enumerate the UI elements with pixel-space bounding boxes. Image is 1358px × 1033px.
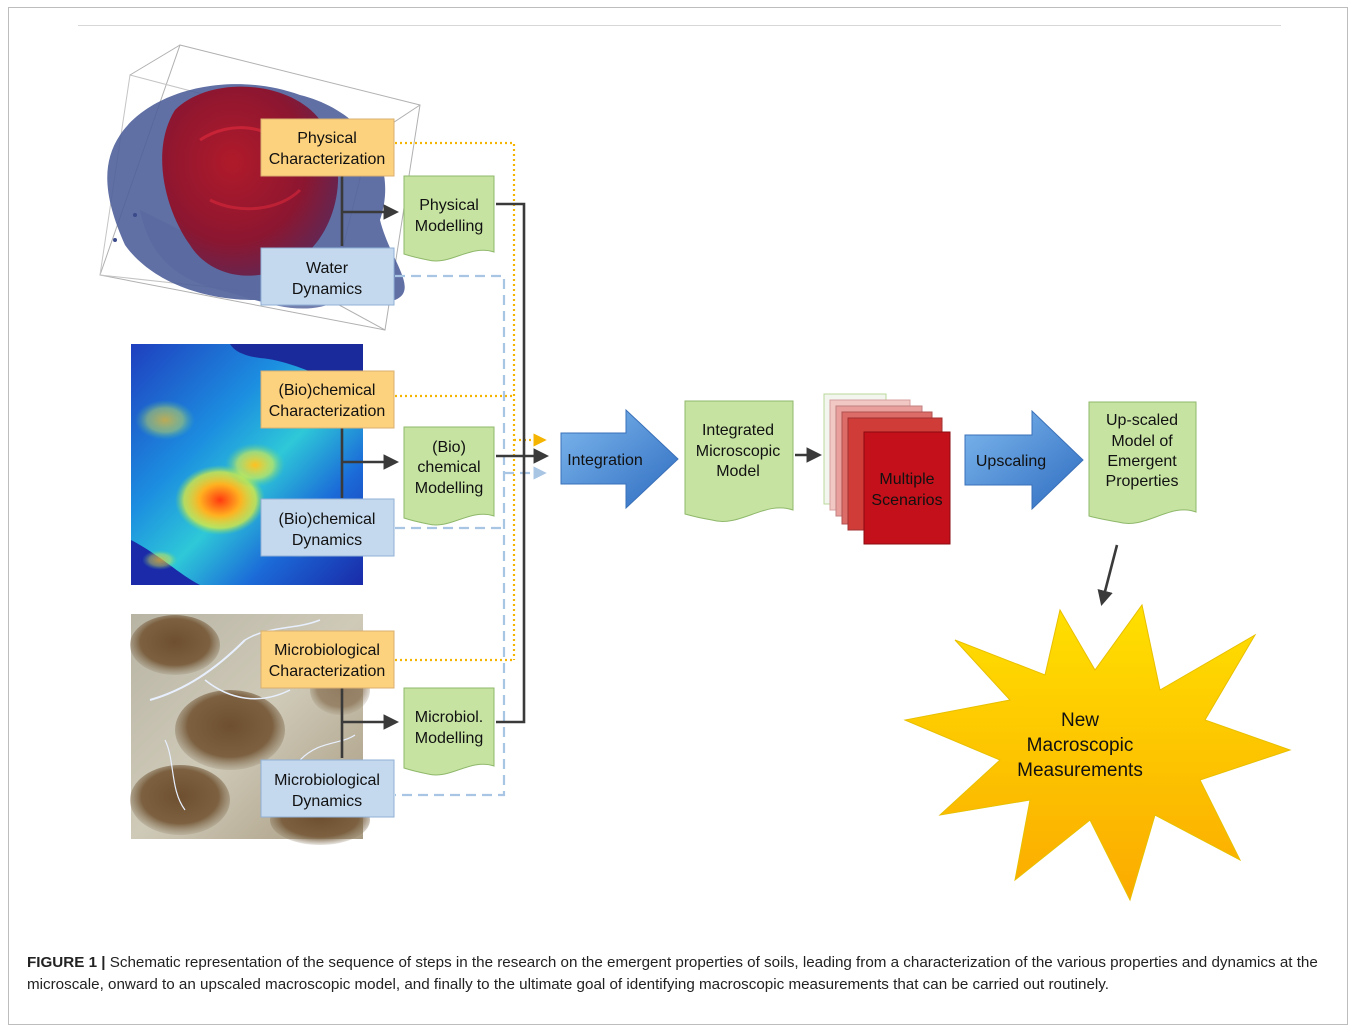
modelling-biochemical-line3: Modelling bbox=[415, 480, 483, 497]
modelling-microbiological-line1: Microbiol. bbox=[415, 709, 483, 726]
modelling-doc-physical: Physical Modelling bbox=[403, 175, 495, 262]
dynamics-microbiological-line2: Dynamics bbox=[292, 793, 362, 810]
dynamics-box-water: Water Dynamics bbox=[260, 247, 395, 306]
characterization-physical-line1: Physical bbox=[297, 130, 357, 147]
schematic-diagram: Physical Characterization (Bio)chemical … bbox=[99, 44, 1292, 902]
characterization-physical-line2: Characterization bbox=[269, 151, 386, 168]
modelling-doc-biochemical: (Bio) chemical Modelling bbox=[403, 426, 495, 526]
upscaling-label: Upscaling bbox=[976, 453, 1046, 470]
integration-label: Integration bbox=[567, 452, 643, 469]
characterization-links bbox=[395, 141, 547, 662]
dynamics-biochemical-line1: (Bio)chemical bbox=[279, 511, 376, 528]
starburst-line3: Measurements bbox=[1017, 760, 1143, 781]
dynamics-water-line1: Water bbox=[306, 260, 349, 277]
figure-frame bbox=[8, 7, 1348, 1025]
characterization-box-physical: Physical Characterization bbox=[260, 118, 395, 177]
modelling-doc-microbiological: Microbiol. Modelling bbox=[403, 687, 495, 776]
integrated-model-line1: Integrated bbox=[702, 422, 774, 439]
dynamics-box-microbiological: Microbiological Dynamics bbox=[260, 759, 395, 818]
integrated-model-line3: Model bbox=[716, 463, 760, 480]
characterization-biochemical-line1: (Bio)chemical bbox=[279, 382, 376, 399]
upscaled-model-line4: Properties bbox=[1106, 473, 1179, 490]
branch-arrows bbox=[340, 176, 400, 758]
upscaling-arrow: Upscaling bbox=[964, 409, 1084, 511]
upscaled-model-line2: Model of bbox=[1111, 433, 1173, 450]
caption-text: Schematic representation of the sequence… bbox=[27, 954, 1318, 993]
integration-arrow: Integration bbox=[560, 408, 679, 510]
characterization-box-biochemical: (Bio)chemical Characterization bbox=[260, 370, 395, 429]
modelling-physical-line1: Physical bbox=[419, 197, 479, 214]
characterization-box-microbiological: Microbiological Characterization bbox=[260, 630, 395, 689]
dynamics-biochemical-line2: Dynamics bbox=[292, 532, 362, 549]
integrated-model-doc: Integrated Microscopic Model bbox=[684, 400, 794, 522]
modelling-physical-line2: Modelling bbox=[415, 218, 483, 235]
scenarios-line2: Scenarios bbox=[871, 492, 942, 509]
starburst-line2: Macroscopic bbox=[1027, 735, 1134, 756]
characterization-microbiological-line2: Characterization bbox=[269, 663, 386, 680]
dynamics-box-biochemical: (Bio)chemical Dynamics bbox=[260, 498, 395, 557]
model-to-measurements-arrow bbox=[1097, 544, 1119, 607]
modelling-biochemical-line2: chemical bbox=[417, 459, 480, 476]
caption-label: FIGURE 1 | bbox=[27, 954, 106, 971]
starburst-line1: New bbox=[1061, 710, 1099, 731]
characterization-microbiological-line1: Microbiological bbox=[274, 642, 380, 659]
dynamics-microbiological-line1: Microbiological bbox=[274, 772, 380, 789]
starburst-new-measurements: New Macroscopic Measurements bbox=[903, 603, 1292, 902]
scenarios-line1: Multiple bbox=[879, 471, 934, 488]
dynamics-water-line2: Dynamics bbox=[292, 281, 362, 298]
scenarios-stack: Multiple Scenarios bbox=[823, 393, 951, 545]
modelling-microbiological-line2: Modelling bbox=[415, 730, 483, 747]
top-rule bbox=[78, 25, 1281, 26]
upscaled-model-line1: Up-scaled bbox=[1106, 412, 1178, 429]
modelling-links bbox=[496, 202, 550, 724]
figure-caption: FIGURE 1 | Schematic representation of t… bbox=[27, 952, 1327, 996]
integrated-model-line2: Microscopic bbox=[696, 443, 780, 460]
characterization-biochemical-line2: Characterization bbox=[269, 403, 386, 420]
upscaled-model-line3: Emergent bbox=[1107, 453, 1177, 470]
upscaled-model-doc: Up-scaled Model of Emergent Properties bbox=[1088, 401, 1197, 524]
modelling-biochemical-line1: (Bio) bbox=[432, 439, 466, 456]
